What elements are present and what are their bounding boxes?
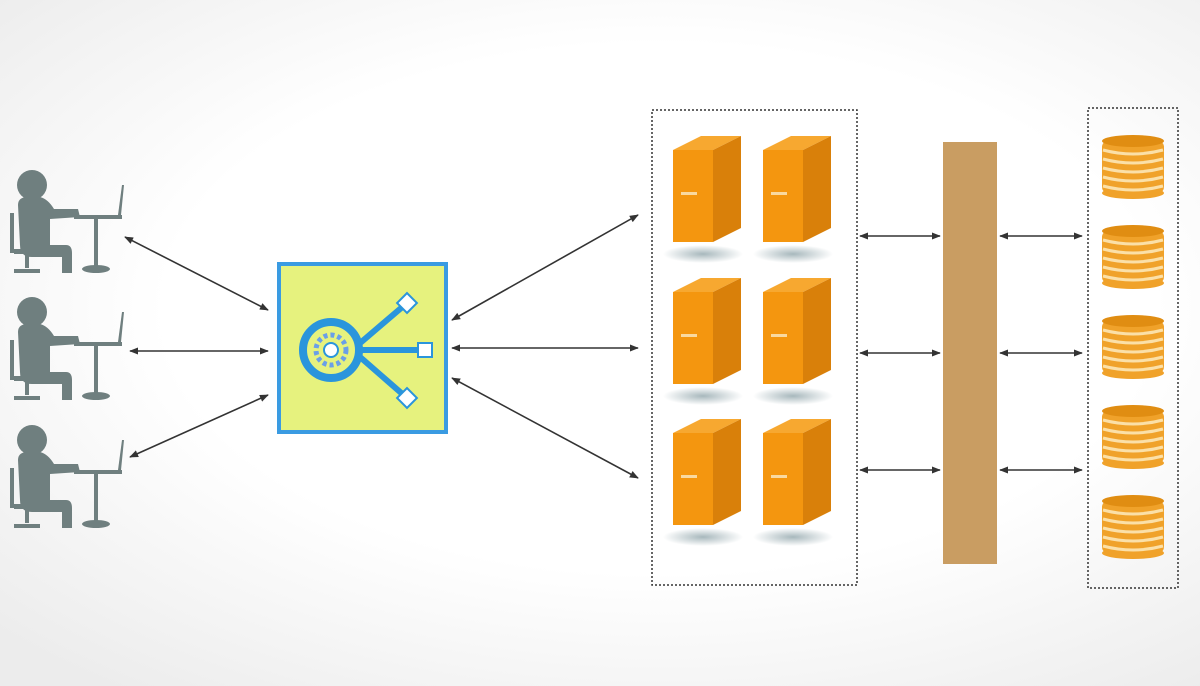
- database-cylinder-icon: [1102, 315, 1164, 379]
- users-group: [10, 170, 124, 528]
- server-tower-icon: [753, 278, 833, 405]
- server-tower-icon: [753, 419, 833, 546]
- load-balancer: [277, 262, 448, 434]
- user-at-computer-icon: [10, 170, 124, 273]
- servers-group: [663, 136, 833, 546]
- user-at-computer-icon: [10, 425, 124, 528]
- databases-group: [1102, 135, 1164, 559]
- bidirectional-arrow: [124, 236, 269, 311]
- database-cylinder-icon: [1102, 405, 1164, 469]
- server-tower-icon: [663, 419, 743, 546]
- database-cylinder-icon: [1102, 225, 1164, 289]
- connection-arrows: [124, 214, 1083, 479]
- bidirectional-arrow: [451, 377, 639, 479]
- database-group-border: [1087, 107, 1179, 589]
- node-square: [395, 291, 419, 315]
- server-tower-icon: [663, 278, 743, 405]
- database-cylinder-icon: [1102, 135, 1164, 199]
- bidirectional-arrow: [129, 394, 269, 458]
- database-cylinder-icon: [1102, 495, 1164, 559]
- server-tower-icon: [663, 136, 743, 263]
- shared-bus: [943, 142, 997, 564]
- node-square: [395, 386, 419, 410]
- gear-hub-icon: [299, 291, 433, 410]
- bidirectional-arrow: [451, 214, 639, 321]
- server-tower-icon: [753, 136, 833, 263]
- user-at-computer-icon: [10, 297, 124, 400]
- node-square: [417, 342, 433, 358]
